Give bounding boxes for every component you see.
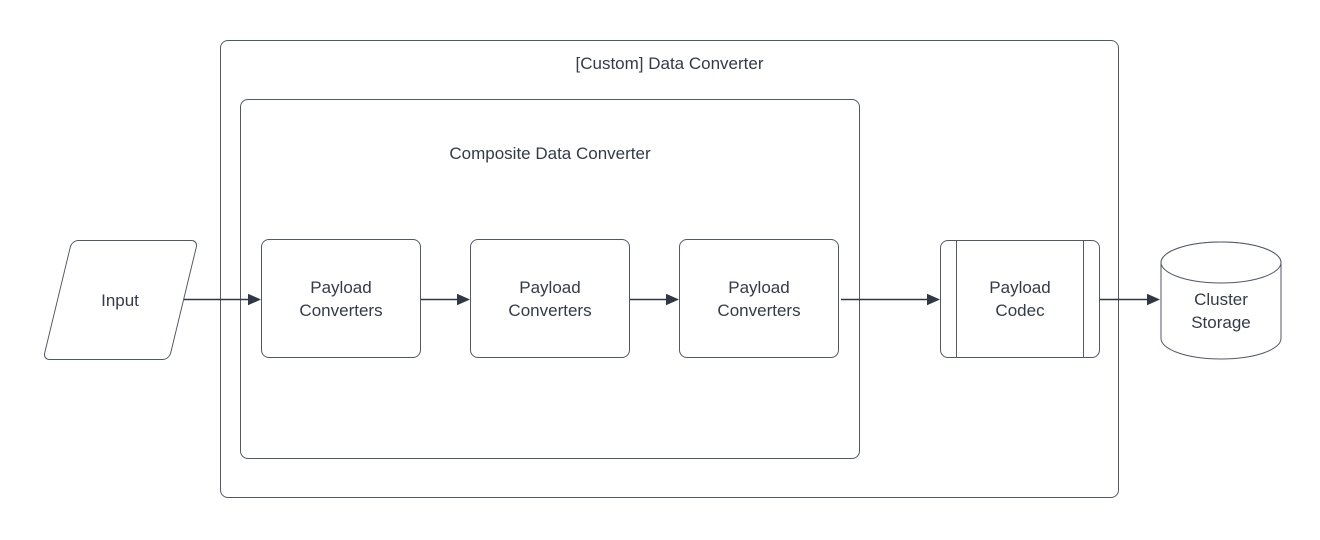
payload-converters-node-3: Payload Converters bbox=[679, 239, 839, 358]
input-node: Input bbox=[42, 240, 199, 360]
payload-codec-label: Payload Codec bbox=[989, 278, 1051, 320]
payload-converters-2-label: Payload Converters bbox=[508, 277, 592, 320]
codec-left-bar bbox=[956, 241, 957, 357]
cluster-storage-label: Cluster Storage bbox=[1191, 290, 1251, 332]
payload-converters-3-label: Payload Converters bbox=[717, 277, 801, 320]
payload-converters-node-2: Payload Converters bbox=[470, 239, 630, 358]
payload-converters-node-1: Payload Converters bbox=[261, 239, 421, 358]
cylinder-shape bbox=[1160, 241, 1282, 360]
payload-converters-1-label: Payload Converters bbox=[299, 277, 383, 320]
payload-codec-node: Payload Codec bbox=[940, 240, 1100, 358]
cluster-storage-node: Cluster Storage bbox=[1160, 241, 1282, 360]
input-node-label: Input bbox=[101, 290, 139, 310]
codec-right-bar bbox=[1083, 241, 1084, 357]
inner-container-title: Composite Data Converter bbox=[449, 144, 651, 163]
outer-container-title: [Custom] Data Converter bbox=[575, 54, 764, 73]
